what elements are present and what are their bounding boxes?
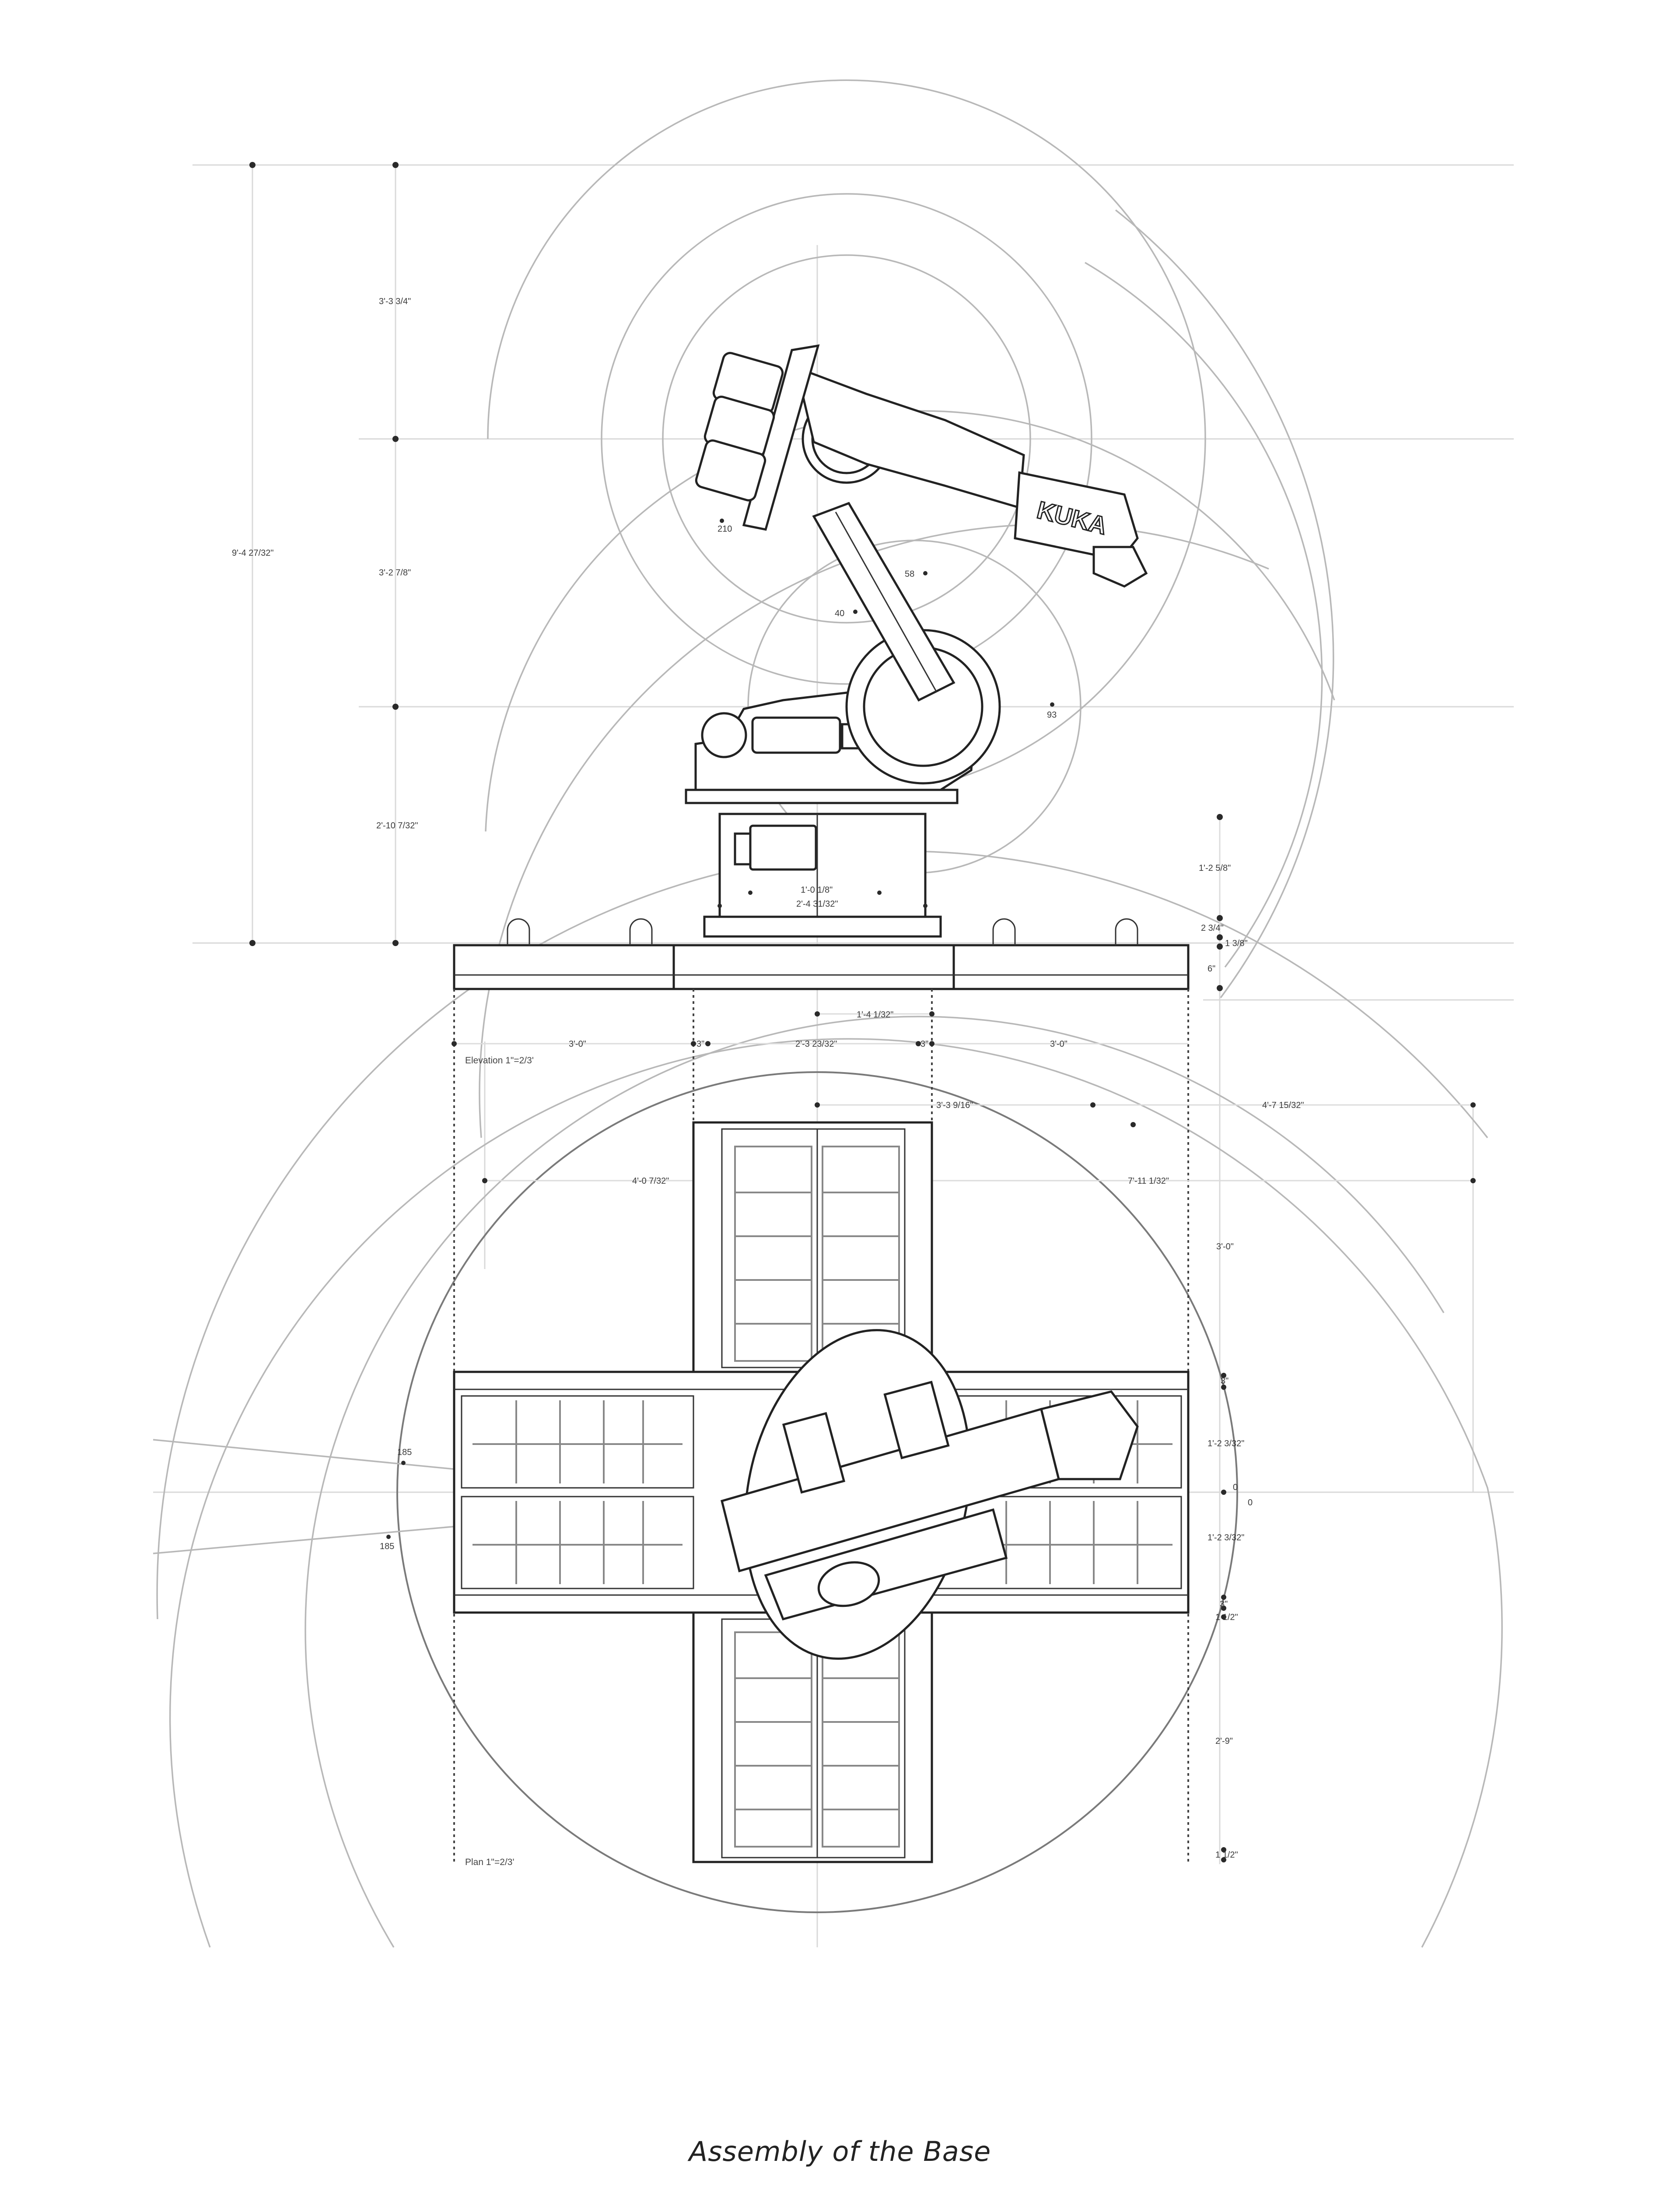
- plan-angle-185-top: 185: [397, 1448, 412, 1457]
- pedestal-elevation: 1'-0 1/8" 2'-4 31/32": [703, 813, 942, 938]
- dim-pedestal-inner: 1'-0 1/8": [801, 885, 833, 895]
- dim-plan-lower-bay: 1'-2 3/32": [1208, 1533, 1244, 1543]
- plan-view-label: Plan 1"=2/3': [465, 1857, 514, 1867]
- dim-lower-arm: 3'-2 7/8": [379, 568, 411, 578]
- dim-overall-height: 9'-4 27/32": [232, 548, 273, 558]
- dim-plan-end-lip: 1 1/2": [1215, 1850, 1238, 1860]
- dim-center: 2'-3 23/32": [795, 1039, 837, 1049]
- plan-angle-0-inner: 0: [1233, 1483, 1238, 1492]
- dim-left-gap: 3": [696, 1039, 704, 1049]
- elevation-view-label: Elevation 1"=2/3': [465, 1055, 534, 1066]
- dim-plan-upper-bay: 1'-2 3/32": [1208, 1439, 1244, 1448]
- dim-plan-top-gap: 3": [1221, 1376, 1228, 1386]
- plan-horizontal-dims: 3'-3 9/16" 4'-7 15/32" 4'-0 7/32" 7'-11 …: [482, 1101, 1476, 1186]
- dim-pedestal-height: 2'-10 7/32": [376, 821, 418, 831]
- angle-label-93: 93: [1047, 710, 1057, 720]
- plan-angle-185-bottom: 185: [380, 1542, 394, 1551]
- figure-caption: Assembly of the Base: [689, 2135, 991, 2167]
- dim-right-gap: 3": [920, 1039, 928, 1049]
- angle-label-40: 40: [835, 609, 844, 618]
- angle-label-210: 210: [718, 524, 732, 534]
- dim-right-reach: 7'-11 1/32": [1128, 1176, 1169, 1186]
- plan-angle-0-outer: 0: [1248, 1498, 1253, 1508]
- dim-plan-top-arm: 3'-0": [1216, 1242, 1234, 1252]
- dim-plate: 2 3/4": [1201, 923, 1224, 933]
- dim-flange: 1 3/8": [1225, 939, 1248, 948]
- dim-left-reach: 4'-0 7/32": [632, 1176, 669, 1186]
- plan-angle-labels: 185 185 0 0: [380, 1448, 1253, 1551]
- dim-upper-arm: 3'-3 3/4": [379, 297, 411, 306]
- dim-radius-a: 3'-3 9/16": [936, 1101, 973, 1110]
- dim-left-arm: 3'-0": [569, 1039, 586, 1049]
- robot-arm-plan: [720, 1329, 1139, 1660]
- elevation-vertical-dims-left: 9'-4 27/32" 3'-3 3/4" 3'-2 7/8" 2'-10 7/…: [232, 162, 418, 946]
- dim-offset: 1'-4 1/32": [857, 1010, 893, 1020]
- robot-arm-elevation: KUKA 210 58 40 93: [685, 344, 1148, 804]
- dim-pedestal-height-right: 1'-2 5/8": [1199, 863, 1231, 873]
- plan-vertical-dims-right: 3'-0" 3" 1'-2 3/32" 1'-2 3/32" 3" 1 1/2"…: [1208, 1242, 1244, 1862]
- dim-pedestal-outer: 2'-4 31/32": [796, 899, 838, 909]
- angle-label-58: 58: [905, 569, 914, 579]
- dim-base-frame: 6": [1208, 964, 1215, 974]
- elevation-horizontal-dims: 1'-4 1/32" 3'-0" 3" 2'-3 23/32" 3" 3'-0"…: [452, 1010, 1188, 1066]
- dim-right-arm: 3'-0": [1050, 1039, 1068, 1049]
- dim-plan-bottom-lip: 1 1/2": [1215, 1613, 1238, 1622]
- dim-plan-bottom-arm: 2'-9": [1215, 1736, 1233, 1746]
- dim-plan-bottom-gap: 3": [1220, 1599, 1228, 1609]
- reach-arcs: [153, 79, 1503, 1948]
- dim-radius-b: 4'-7 15/32": [1262, 1101, 1304, 1110]
- elevation-vertical-dims-right: 1'-2 5/8" 2 3/4" 1 3/8" 6": [1199, 814, 1248, 991]
